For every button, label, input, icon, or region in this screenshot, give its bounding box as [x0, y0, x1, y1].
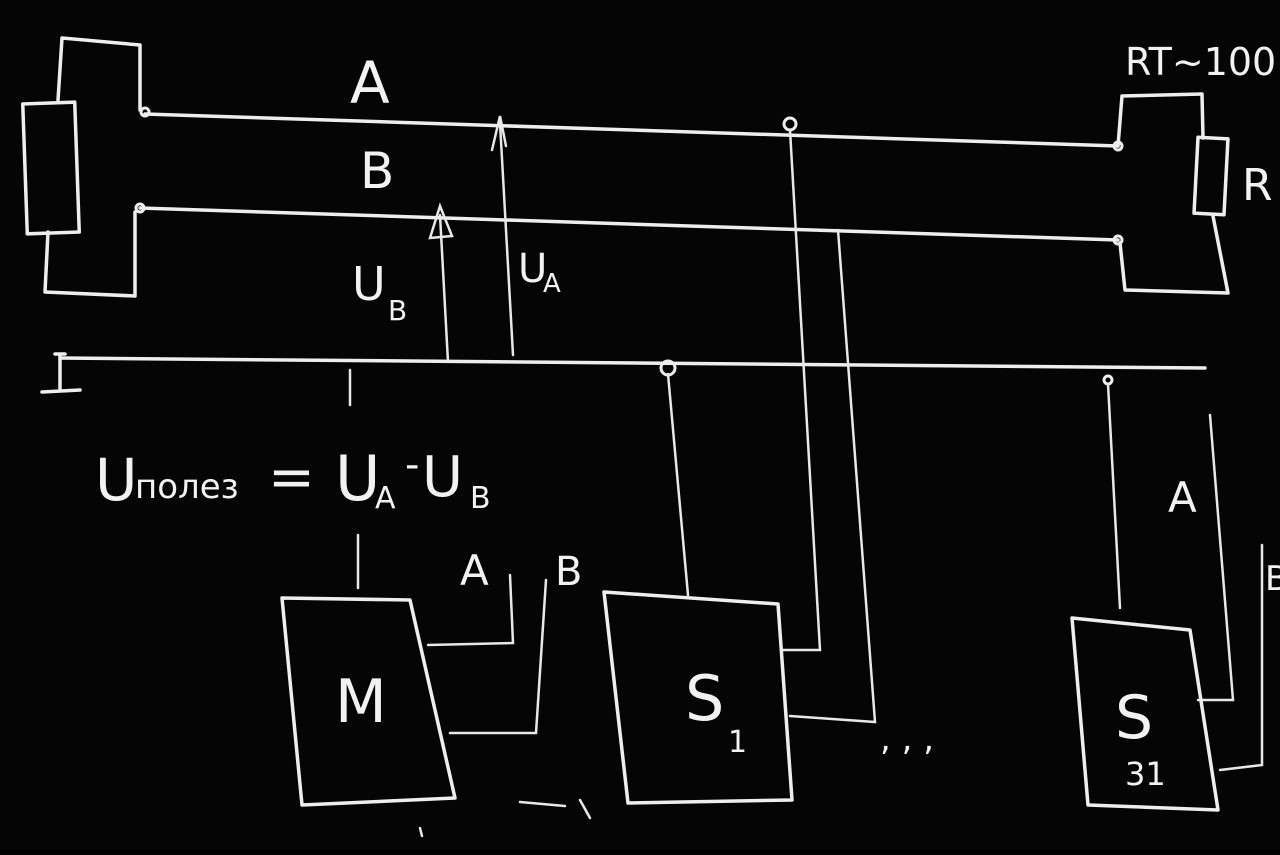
ub-label: U B	[352, 257, 407, 327]
slaveN-node-box	[1070, 616, 1220, 812]
scribble-mark	[418, 798, 592, 838]
svg-text:A: A	[375, 481, 396, 516]
slaveN-a-tap	[1196, 413, 1235, 702]
svg-text:U: U	[95, 446, 137, 514]
master-node-label: M	[335, 667, 387, 737]
master-b-tap	[448, 578, 548, 735]
ground-terminal	[40, 352, 82, 394]
master-a-tap	[426, 573, 515, 647]
slave1-a-tap	[780, 128, 822, 652]
left-terminator	[20, 36, 142, 298]
voltage-arrow-ub	[428, 202, 454, 364]
svg-text:1: 1	[728, 725, 747, 760]
right-tap-label-a: A	[1168, 473, 1197, 522]
right-terminator	[1116, 92, 1230, 295]
svg-text:U: U	[335, 442, 380, 515]
junction-dot	[1112, 140, 1124, 152]
master-node-box	[280, 596, 457, 807]
slave1-ground-tap	[666, 372, 690, 597]
slaveN-b-tap	[1218, 543, 1264, 772]
master-tap-label-b: B	[555, 549, 582, 595]
terminator-label: RT~100	[1125, 40, 1276, 84]
junction-dot	[782, 116, 798, 132]
slave1-node-box	[602, 590, 794, 805]
ground-line	[58, 356, 1207, 370]
junction-dot	[134, 202, 146, 214]
svg-text:S: S	[1115, 683, 1153, 753]
right-tap-label-b: B	[1265, 559, 1280, 599]
junction-dot	[139, 106, 151, 118]
voltage-arrow-ua	[490, 115, 515, 357]
svg-text:B: B	[470, 481, 491, 516]
svg-text:U: U	[352, 257, 386, 311]
slave1-b-tap	[788, 228, 877, 724]
bus-line-b	[138, 206, 1120, 242]
svg-text:U: U	[422, 445, 463, 510]
slave1-node-label: S 1	[685, 662, 747, 760]
ellipsis-label: , , ,	[880, 719, 934, 759]
resistor-label: R	[1242, 160, 1273, 211]
svg-text:S: S	[685, 662, 724, 735]
bus-label-a: A	[350, 49, 390, 117]
master-tap-label-a: A	[460, 546, 489, 595]
junction-dot	[1112, 234, 1124, 246]
svg-text:=: =	[268, 445, 315, 510]
slaveN-node-label: S 31	[1115, 683, 1166, 793]
svg-text:полез: полез	[135, 467, 239, 507]
bus-label-b: B	[360, 142, 394, 200]
svg-text:B: B	[388, 294, 407, 327]
formula: U полез = U A - U B	[95, 442, 491, 516]
ua-label: U A	[518, 246, 561, 299]
master-ground-tap	[348, 368, 360, 590]
svg-text:A: A	[543, 269, 561, 299]
svg-text:U: U	[518, 246, 547, 292]
svg-text:-: -	[405, 442, 419, 488]
svg-text:31: 31	[1125, 755, 1166, 793]
bus-line-a	[143, 112, 1120, 148]
slaveN-ground-tap	[1106, 382, 1122, 610]
